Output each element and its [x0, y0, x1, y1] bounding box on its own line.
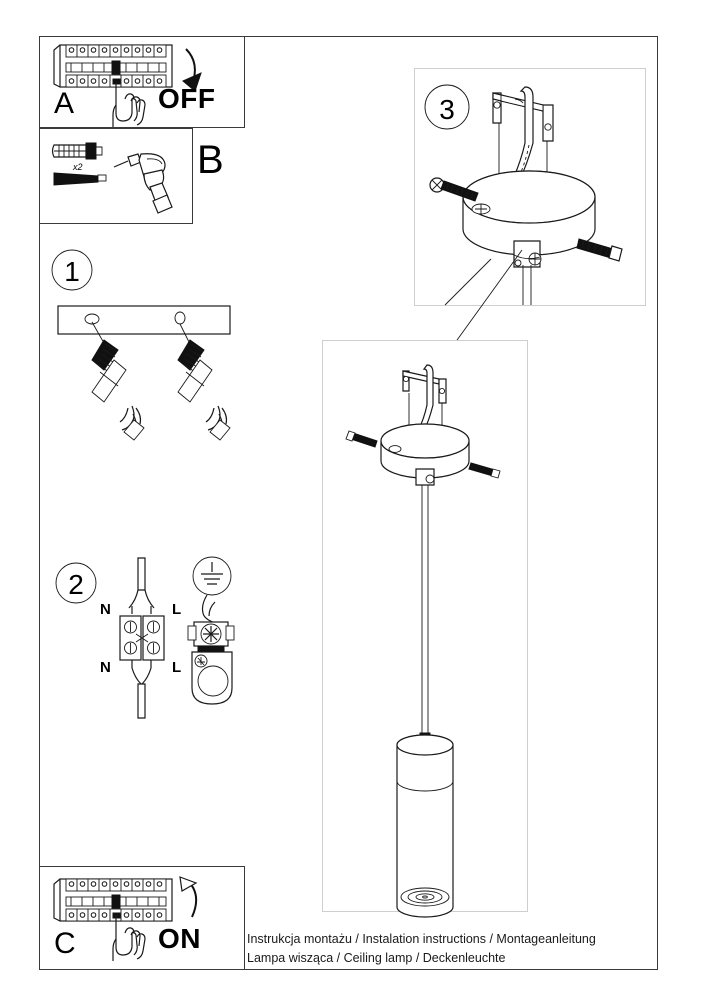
panel-c-breaker-on: C ON — [39, 866, 245, 970]
suspension-cable-icon — [421, 485, 429, 737]
cable-icon — [128, 557, 155, 614]
arrow-down-curved-icon — [182, 48, 202, 92]
light-aperture-icon — [400, 887, 450, 907]
step-3-number: 3 — [439, 94, 455, 125]
screw-icon — [468, 462, 501, 479]
wall-plug-icon — [51, 142, 103, 160]
hand-pointing-icon — [112, 915, 146, 961]
step-2-group: 2 — [52, 548, 282, 728]
panel-c-action-word: ON — [158, 923, 201, 954]
terminal-label-n-bottom: N — [100, 659, 111, 676]
earth-ground-symbol-icon — [192, 556, 232, 596]
caption-line-2: Lampa wisząca / Ceiling lamp / Deckenleu… — [247, 951, 506, 965]
panel-c-label: C — [54, 927, 76, 960]
cable-clamp-icon — [415, 468, 435, 486]
step-1-group: 1 — [50, 248, 290, 458]
earth-wire-icon — [208, 601, 216, 617]
power-drill-icon — [113, 153, 173, 214]
wall-anchor-icon — [91, 321, 145, 441]
circuit-breaker-panel-icon — [53, 44, 173, 88]
circuit-breaker-panel-icon — [53, 878, 173, 922]
panel-b-label: B — [197, 138, 224, 182]
cylindrical-pendant-shade-icon — [396, 732, 454, 918]
ceiling-slab-icon — [57, 305, 231, 335]
panel-b-drill-holes: x2 — [39, 128, 193, 224]
panel-a-action-word: OFF — [158, 83, 216, 114]
cable-icon — [131, 660, 152, 719]
sheet-border — [39, 36, 658, 970]
terminal-label-n-top: N — [100, 601, 111, 618]
earth-terminal-icon — [187, 621, 235, 705]
main-lamp-panel — [322, 340, 528, 918]
panel-a-breaker-off: A OFF — [39, 36, 245, 128]
arrow-up-curved-icon — [179, 876, 198, 918]
step-2-number: 2 — [68, 569, 84, 600]
caption-block: Instrukcja montażu / Instalation instruc… — [247, 930, 647, 968]
step-1-number-badge: 1 — [51, 249, 93, 291]
step-1-number: 1 — [64, 256, 80, 287]
caption-line-1: Instrukcja montażu / Instalation instruc… — [247, 932, 596, 946]
mounting-bracket-icon — [492, 86, 554, 182]
panel-a-label: A — [54, 87, 75, 120]
ceiling-canopy-icon — [462, 170, 596, 256]
suspension-cable-icon — [522, 265, 532, 305]
terminal-label-l-top: L — [172, 601, 181, 618]
terminal-label-l-bottom: L — [172, 659, 181, 676]
earth-wire-icon — [201, 594, 216, 624]
cable-clamp-icon — [513, 240, 542, 268]
panel-b-quantity: x2 — [73, 162, 83, 172]
screw-icon — [576, 238, 623, 262]
screw-icon — [345, 430, 378, 448]
screw-icon — [429, 177, 479, 202]
panel-3-canopy-mount: 3 — [414, 68, 646, 306]
canopy-detail-icon — [345, 364, 501, 486]
screw-icon — [53, 172, 107, 186]
leader-line-icon — [444, 258, 492, 306]
step-2-number-badge: 2 — [55, 562, 97, 604]
hand-pointing-icon — [112, 81, 146, 127]
wall-anchor-icon — [177, 323, 231, 441]
step-3-number-badge: 3 — [424, 84, 470, 130]
terminal-block-icon — [119, 615, 165, 661]
